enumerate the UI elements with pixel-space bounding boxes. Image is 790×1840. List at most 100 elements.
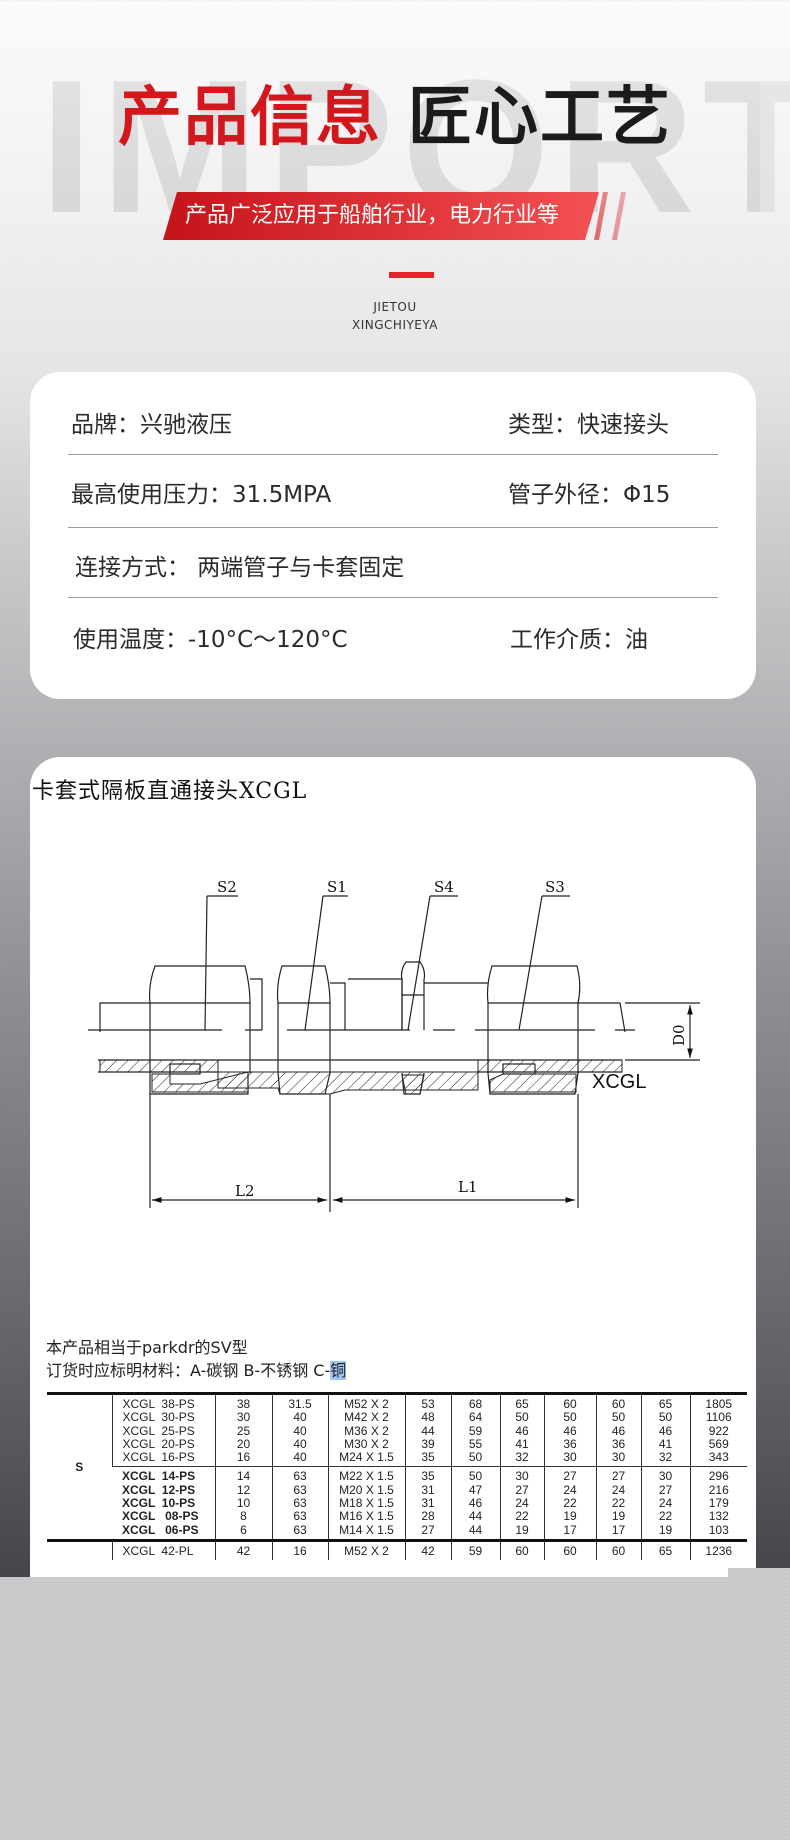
cell-line: 47 — [468, 1482, 483, 1497]
cell-line: 46 — [563, 1423, 577, 1438]
info-row: 品牌：兴驰液压 类型：快速接头 — [68, 385, 718, 455]
cell-line: 24 — [515, 1496, 529, 1511]
cell-line: 19 — [658, 1522, 673, 1537]
value-cell: 42 — [404, 1538, 451, 1561]
cell-line: 38 — [236, 1397, 251, 1411]
cell-line: 24 — [658, 1496, 673, 1511]
cell-line: 36 — [563, 1436, 577, 1451]
cell-line: 40 — [293, 1436, 307, 1451]
cell-line: M20 X 1.5 — [339, 1482, 394, 1497]
cell-line: XCGL 08-PS — [122, 1509, 199, 1524]
label-d0: D0 — [670, 1024, 688, 1046]
label-l2: L2 — [235, 1182, 255, 1200]
info-temperature: 使用温度：-10°C～120°C — [73, 627, 348, 653]
cell-line: 42 — [236, 1543, 251, 1558]
cell-line: 19 — [563, 1509, 577, 1524]
cell-line: 31.5 — [288, 1397, 312, 1411]
cell-line: 569 — [708, 1436, 729, 1451]
cell-line: 343 — [708, 1450, 729, 1465]
cell-line: 46 — [515, 1423, 529, 1438]
cell-line: 216 — [708, 1482, 729, 1497]
cell-line: M52 X 2 — [344, 1397, 389, 1411]
cell-line: 50 — [611, 1410, 626, 1425]
cell-line: 44 — [421, 1423, 435, 1438]
cell-line: 63 — [293, 1469, 307, 1484]
cell-line: XCGL 42-PL — [122, 1543, 194, 1558]
cell-line: 40 — [293, 1450, 307, 1465]
cell-line: XCGL 06-PS — [122, 1522, 199, 1537]
cell-line: 30 — [611, 1450, 626, 1465]
cell-line: 36 — [611, 1436, 626, 1451]
cell-line: 40 — [293, 1410, 307, 1425]
brand-subtitle-2: XINGCHIYEYA — [352, 318, 438, 332]
cell-line: M42 X 2 — [344, 1410, 389, 1425]
cell-line: 12 — [236, 1482, 251, 1497]
cell-line: 22 — [658, 1509, 673, 1524]
cell-line: 63 — [293, 1482, 307, 1497]
cell-line: XCGL 20-PS — [122, 1436, 195, 1451]
cell-line: 24 — [611, 1482, 626, 1497]
cell-line: 50 — [658, 1410, 673, 1425]
cell-line: 42 — [421, 1543, 435, 1558]
cell-line: 60 — [515, 1543, 529, 1558]
cell-line: M16 X 1.5 — [339, 1509, 394, 1524]
headline-red: 产品信息 — [118, 81, 382, 155]
value-cell: M52 X 2 — [327, 1538, 405, 1561]
value-cell: 65 — [640, 1538, 690, 1561]
cell-line: M18 X 1.5 — [339, 1496, 394, 1511]
cell-line: 59 — [468, 1423, 483, 1438]
cell-line: 60 — [563, 1543, 577, 1558]
info-max-pressure: 最高使用压力：31.5MPA — [71, 482, 332, 508]
label-s2: S2 — [217, 878, 237, 896]
label-s4: S4 — [434, 878, 454, 896]
cell-line: 32 — [658, 1450, 673, 1465]
cell-line: 27 — [611, 1469, 626, 1484]
cell-line: 132 — [708, 1509, 729, 1524]
equivalence-note: 本产品相当于parkdr的SV型 — [46, 1338, 248, 1357]
page-headline: 产品信息匠心工艺 — [0, 86, 790, 150]
value-cell: 60 — [499, 1538, 544, 1561]
cell-line: 14 — [236, 1469, 251, 1484]
cell-line: 68 — [468, 1397, 483, 1411]
info-row: 连接方式： 两端管子与卡套固定 — [68, 528, 718, 598]
cell-line: 1236 — [705, 1543, 733, 1558]
value-cell: 60 — [595, 1538, 641, 1561]
info-type: 类型：快速接头 — [508, 412, 669, 438]
image-placeholder-edge — [728, 1568, 790, 1578]
cell-line: 44 — [468, 1522, 483, 1537]
cell-line: XCGL 14-PS — [122, 1469, 196, 1484]
model-cell: XCGL 42-PL — [111, 1538, 215, 1561]
drawing-title: 卡套式隔板直通接头XCGL — [32, 779, 308, 804]
cell-line: XCGL 38-PS — [122, 1397, 195, 1411]
cell-line: 35 — [421, 1469, 435, 1484]
cell-line: XCGL 30-PS — [122, 1410, 195, 1425]
image-placeholder — [0, 1577, 790, 1840]
info-pipe-diameter: 管子外径：Φ15 — [508, 482, 671, 508]
cell-line: 50 — [468, 1450, 483, 1465]
cell-line: 64 — [468, 1410, 483, 1425]
value-cell: 16 — [271, 1538, 328, 1561]
cell-line: 24 — [563, 1482, 577, 1497]
cell-line: 46 — [611, 1423, 626, 1438]
cell-line: 41 — [658, 1436, 673, 1451]
cell-line: 59 — [468, 1543, 483, 1558]
cell-line: 16 — [293, 1543, 307, 1558]
label-s1: S1 — [327, 878, 347, 896]
cell-line: 28 — [421, 1509, 435, 1524]
label-s3: S3 — [545, 878, 565, 896]
technical-drawing-card: 卡套式隔板直通接头XCGL — [30, 757, 756, 1657]
